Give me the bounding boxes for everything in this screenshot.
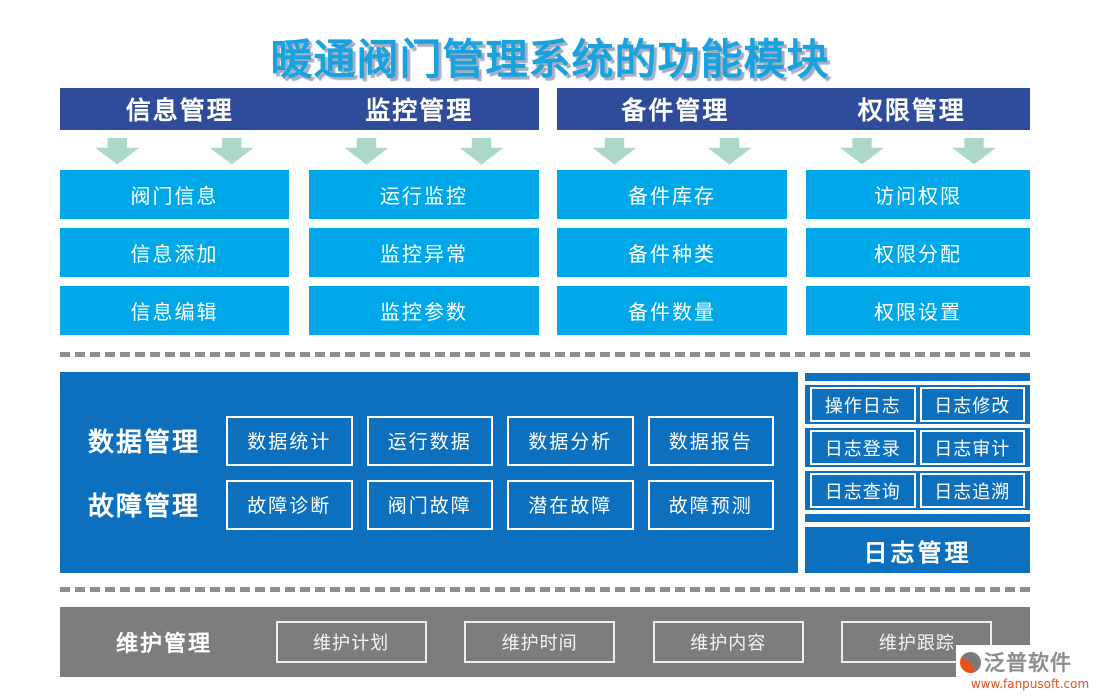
header-label-permission: 权限管理 [857, 96, 966, 125]
page-title: 暖通阀门管理系统的功能模块 [270, 35, 830, 84]
module-cell: 阀门故障 [366, 479, 493, 530]
module-column-spareparts: 备件库存 备件种类 备件数量 [557, 170, 787, 335]
module-cell: 运行数据 [366, 415, 493, 466]
section-divider [60, 352, 1030, 357]
module-box: 信息编辑 [60, 286, 289, 335]
maintenance-cell: 维护时间 [464, 621, 616, 663]
module-cell: 故障预测 [647, 479, 774, 530]
down-arrow-icon [459, 137, 504, 165]
header-bar-left: 信息管理 监控管理 [60, 88, 539, 130]
module-cell: 数据统计 [226, 415, 353, 466]
module-box: 备件数量 [557, 286, 787, 335]
down-arrow-icon [95, 137, 140, 165]
arrow-row-col3 [557, 137, 787, 165]
data-management-row: 数据管理 数据统计 运行数据 数据分析 数据报告 [60, 415, 798, 466]
fanpu-logo-top: 泛普软件 [960, 647, 1100, 677]
data-fault-panel: 数据管理 数据统计 运行数据 数据分析 数据报告 故障管理 故障诊断 阀门故障 … [60, 372, 798, 573]
module-box: 权限设置 [806, 286, 1030, 335]
module-box: 备件种类 [557, 228, 787, 277]
log-row: 日志查询 日志追溯 [805, 471, 1030, 510]
fanpu-logo-name: 泛普软件 [984, 651, 1072, 675]
fanpu-logo: 泛普软件 www.fanpusoft.com [956, 645, 1100, 694]
module-box: 访问权限 [806, 170, 1030, 219]
module-column-info: 阀门信息 信息添加 信息编辑 [60, 170, 289, 335]
log-cell: 日志审计 [919, 430, 1025, 465]
module-cell: 数据分析 [507, 415, 634, 466]
fault-management-row: 故障管理 故障诊断 阀门故障 潜在故障 故障预测 [60, 479, 798, 530]
data-cells: 数据统计 运行数据 数据分析 数据报告 [226, 415, 774, 466]
log-row: 操作日志 日志修改 [805, 385, 1030, 424]
fault-cells: 故障诊断 阀门故障 潜在故障 故障预测 [226, 479, 774, 530]
maintenance-cells: 维护计划 维护时间 维护内容 维护跟踪 [238, 621, 1030, 663]
module-column-monitor: 运行监控 监控异常 监控参数 [309, 170, 539, 335]
maintenance-cell: 维护计划 [275, 621, 427, 663]
maintenance-bar: 维护管理 维护计划 维护时间 维护内容 维护跟踪 [60, 607, 1030, 677]
module-cell: 潜在故障 [507, 479, 634, 530]
module-box: 信息添加 [60, 228, 289, 277]
down-arrow-icon [840, 137, 884, 165]
header-label-spareparts: 备件管理 [621, 96, 730, 125]
down-arrow-icon [344, 137, 389, 165]
section-divider [60, 587, 1030, 592]
log-cell: 日志修改 [919, 387, 1025, 422]
module-cell: 故障诊断 [226, 479, 353, 530]
down-arrow-icon [707, 137, 752, 165]
module-box: 监控异常 [309, 228, 539, 277]
module-box: 备件库存 [557, 170, 787, 219]
log-cell: 日志登录 [810, 430, 916, 465]
module-box: 监控参数 [309, 286, 539, 335]
maintenance-label: 维护管理 [116, 632, 213, 657]
down-arrow-icon [952, 137, 996, 165]
log-panel-bottom-strip [805, 514, 1030, 522]
maintenance-cell: 维护跟踪 [841, 621, 993, 663]
log-management-bar: 日志管理 [805, 527, 1030, 573]
log-panel: 操作日志 日志修改 日志登录 日志审计 日志查询 日志追溯 [805, 373, 1030, 522]
down-arrow-icon [592, 137, 637, 165]
module-cell: 数据报告 [647, 415, 774, 466]
header-label-monitor: 监控管理 [365, 96, 474, 125]
arrow-row-col4 [806, 137, 1030, 165]
fanpu-logo-url: www.fanpusoft.com [970, 677, 1090, 691]
log-cell: 日志追溯 [919, 473, 1025, 508]
arrow-row-col1 [60, 137, 289, 165]
log-cell: 操作日志 [810, 387, 916, 422]
module-column-permission: 访问权限 权限分配 权限设置 [806, 170, 1030, 335]
log-cell: 日志查询 [810, 473, 916, 508]
maintenance-cell: 维护内容 [652, 621, 804, 663]
module-box: 运行监控 [309, 170, 539, 219]
header-label-info: 信息管理 [125, 96, 234, 125]
module-box: 阀门信息 [60, 170, 289, 219]
header-bar-right: 备件管理 权限管理 [557, 88, 1030, 130]
fanpu-logo-icon [960, 651, 981, 673]
row-label-fault: 故障管理 [88, 492, 201, 522]
log-row: 日志登录 日志审计 [805, 428, 1030, 467]
log-panel-top-strip [805, 373, 1030, 381]
module-box: 权限分配 [806, 228, 1030, 277]
row-label-data: 数据管理 [88, 428, 201, 458]
arrow-row-col2 [309, 137, 539, 165]
down-arrow-icon [209, 137, 254, 165]
